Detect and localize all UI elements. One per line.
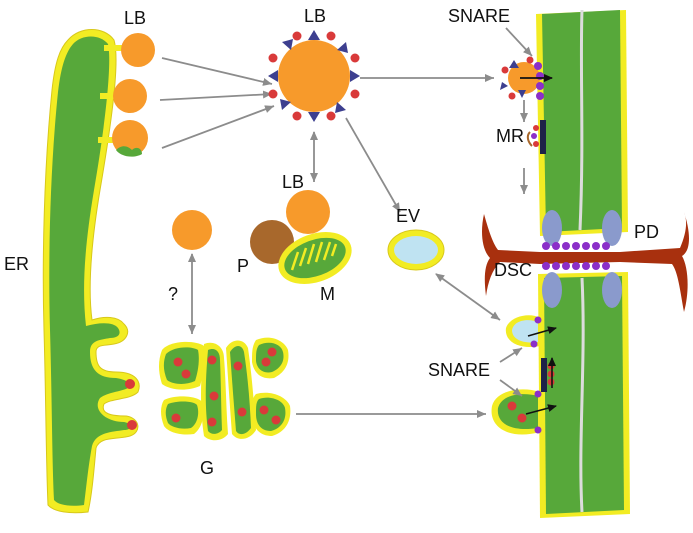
lb-fusing-snare [500,56,553,100]
desmosome-plaques [542,210,622,308]
snare-bottom-label: SNARE [428,360,490,380]
plasmodesma [482,212,689,312]
arrow-lb2-to-lb [159,90,273,101]
ev-label: EV [396,206,420,226]
arrow-snare-bottom-down [499,379,523,397]
arrow-lb1-to-lb [161,57,273,86]
peroxisome-label: P [237,256,249,276]
er-label: ER [4,254,29,274]
arrow-snare-bottom-up [499,347,523,363]
arrow-lb3-to-lb [161,105,275,149]
vesicle-ev-fusing [505,315,557,348]
vesicle-golgi-fusing [491,389,557,435]
lb-budding-1 [121,33,155,67]
question-label: ? [168,284,178,304]
arrow-lb-to-ev [345,117,401,213]
mitochondrion [278,231,352,285]
er-membrane [42,29,140,514]
membrane-snare-complex [541,357,556,392]
snare-top-label: SNARE [448,6,510,26]
er-protein-dot [125,379,135,389]
arrow-snare-top [505,27,533,57]
arrow-ev-vesicle-bidirectional [435,273,501,321]
golgi [159,337,291,441]
golgi-label: G [200,458,214,478]
golgi-protein-dots [171,347,281,427]
lb-top-left-label: LB [124,8,146,28]
lb-top-center-label: LB [304,6,326,26]
mitochondrion-label: M [320,284,335,304]
dsc-label: DSC [494,260,532,280]
lb-with-proteins [268,30,360,122]
plasma-membrane-upper [536,9,628,236]
extracellular-vesicle [387,229,445,271]
plasma-membrane-lower [538,272,630,518]
mr-label: MR [496,126,524,146]
lb-middle-label: LB [282,172,304,192]
lb-budding-3-inclusion [116,146,142,157]
lb-unknown-origin [172,210,212,250]
er-protein-dot [127,420,137,430]
lb-middle [286,190,330,234]
lb-budding-2 [113,79,147,113]
pd-junction-proteins [542,242,610,270]
membrane-receptor-complex [526,120,546,154]
pd-label: PD [634,222,659,242]
